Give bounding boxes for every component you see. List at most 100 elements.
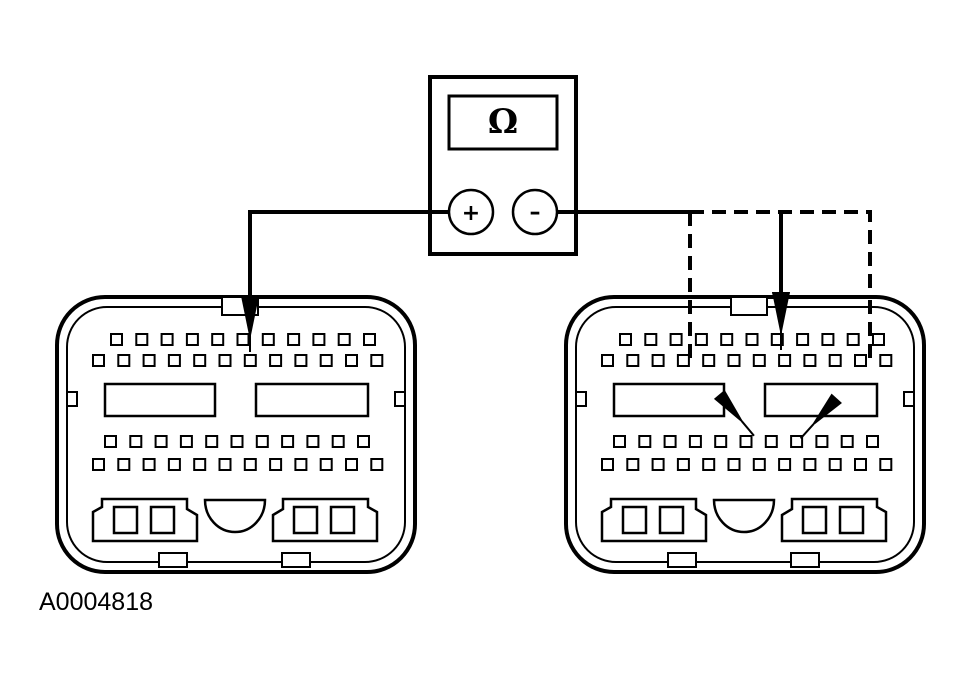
connector-slot — [254, 382, 370, 418]
connector-power-pin — [801, 505, 828, 535]
connector-pin — [854, 458, 867, 471]
connector-pin — [626, 354, 640, 367]
connector-pin — [846, 333, 860, 346]
connector-pin — [205, 435, 219, 448]
ohm-symbol: Ω — [488, 102, 518, 142]
connector-pin — [243, 458, 257, 471]
connector-power-pin — [329, 505, 356, 535]
connector-pin — [243, 354, 257, 367]
connector-pin — [92, 458, 105, 471]
connector-pin — [218, 458, 232, 471]
connector-pin — [179, 435, 193, 448]
connector-bottom-tab — [790, 552, 820, 568]
connector-pin — [117, 458, 131, 471]
connector-pin — [663, 435, 677, 448]
connector-pin — [821, 333, 835, 346]
connector-pin — [370, 458, 384, 471]
connector-pin — [796, 333, 810, 346]
connector-pin — [345, 458, 358, 471]
connector-side-nub — [903, 391, 915, 407]
connector-side-nub — [394, 391, 406, 407]
connector-pin — [613, 435, 626, 448]
connector-pin — [778, 458, 792, 471]
connector-pin — [92, 354, 105, 367]
positive-terminal-label: + — [462, 201, 480, 226]
connector-pin — [879, 458, 893, 471]
connector-pin — [644, 333, 658, 346]
connector-pin — [167, 458, 181, 471]
connector-bottom-tab — [281, 552, 311, 568]
connector-pin — [803, 458, 817, 471]
connector-pin — [745, 333, 759, 346]
connector-pin — [770, 333, 784, 346]
connector-bottom-tab — [158, 552, 188, 568]
connector-pin — [306, 435, 320, 448]
figure-id: A0004818 — [39, 588, 154, 616]
connector-right — [564, 295, 926, 574]
connector-pin — [638, 435, 652, 448]
connector-pin — [110, 333, 123, 346]
connector-pin — [854, 354, 867, 367]
connector-pin — [345, 354, 358, 367]
connector-pin — [269, 354, 283, 367]
connector-pin — [167, 354, 181, 367]
connector-pin — [739, 435, 753, 448]
connector-side-nub — [66, 391, 78, 407]
connector-power-pin — [292, 505, 319, 535]
connector-pin — [752, 354, 766, 367]
connector-pin — [828, 354, 842, 367]
connector-pin — [160, 333, 174, 346]
connector-pin — [752, 458, 766, 471]
connector-pin — [702, 354, 716, 367]
connector-pin — [688, 435, 702, 448]
negative-terminal-label: – — [530, 200, 541, 225]
connector-pin — [294, 458, 308, 471]
connector-pin — [193, 458, 207, 471]
connector-pin — [363, 333, 376, 346]
connector-pin — [312, 333, 326, 346]
connector-pin — [651, 458, 665, 471]
connector-pin — [676, 354, 690, 367]
connector-pin — [626, 458, 640, 471]
ohmmeter: Ω + – — [428, 75, 578, 256]
connector-pin — [337, 333, 351, 346]
connector-pin — [135, 333, 149, 346]
connector-pin — [230, 435, 244, 448]
connector-pin — [319, 354, 333, 367]
connector-pin — [255, 435, 269, 448]
connector-lower-housing-right — [271, 497, 379, 543]
connector-pin — [720, 333, 734, 346]
connector-pin — [727, 458, 741, 471]
connector-pin — [803, 354, 817, 367]
connector-pin — [872, 333, 885, 346]
connector-power-pin — [112, 505, 139, 535]
connector-pin — [319, 458, 333, 471]
connector-pin — [236, 333, 250, 346]
connector-pin — [866, 435, 879, 448]
connector-pin — [142, 458, 156, 471]
connector-pin — [154, 435, 168, 448]
connector-lower-housing-left — [600, 497, 708, 543]
connector-pin — [294, 354, 308, 367]
connector-pin — [287, 333, 301, 346]
connector-pin — [727, 354, 741, 367]
connector-slot — [103, 382, 217, 418]
connector-pin — [669, 333, 683, 346]
connector-pin — [117, 354, 131, 367]
connector-key — [203, 498, 267, 534]
probe-overlay — [241, 292, 872, 440]
connector-left — [55, 295, 417, 574]
connector-lower-housing-right — [780, 497, 888, 543]
connector-bottom-tab — [667, 552, 697, 568]
connector-pin — [840, 435, 854, 448]
connector-pin — [601, 354, 614, 367]
connector-pin — [331, 435, 345, 448]
positive-lead — [248, 210, 449, 300]
connector-pin — [651, 354, 665, 367]
connector-lower-housing-left — [91, 497, 199, 543]
connector-pin — [281, 435, 295, 448]
connector-pin — [261, 333, 275, 346]
connector-power-pin — [658, 505, 685, 535]
connector-key — [712, 498, 776, 534]
